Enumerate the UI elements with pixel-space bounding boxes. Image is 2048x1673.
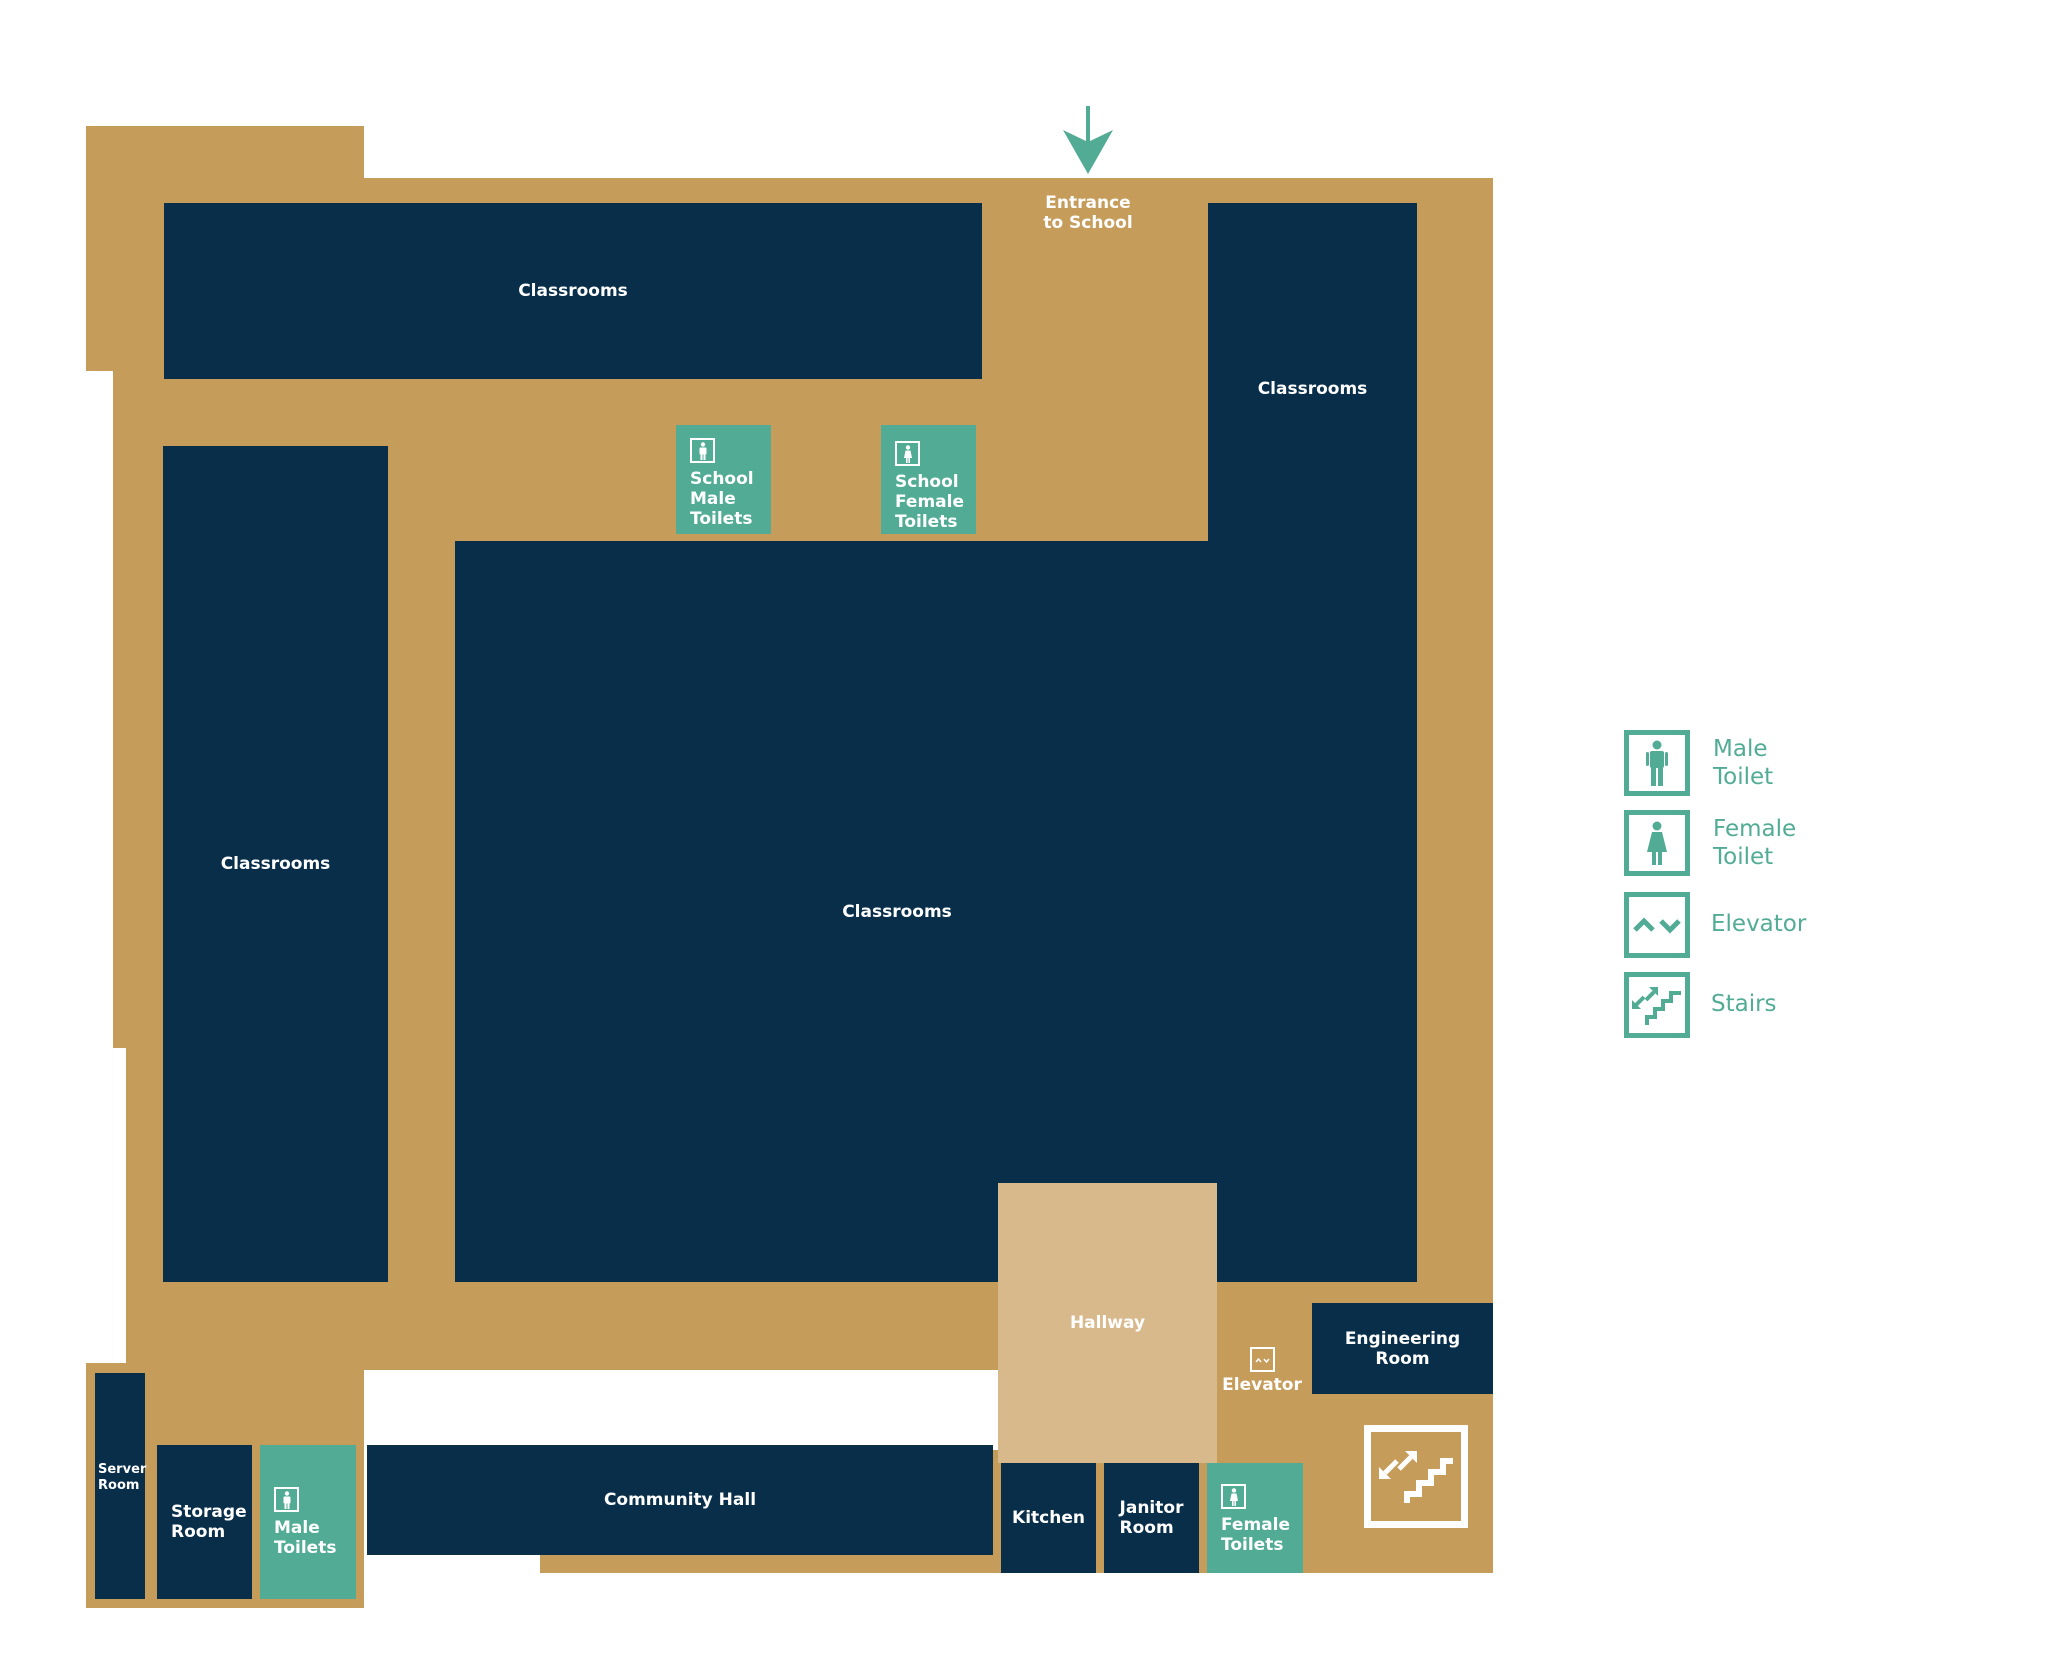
room-male-toilets[interactable]: Male Toilets: [260, 1445, 356, 1599]
elevator[interactable]: Elevator: [1222, 1347, 1302, 1395]
male-toilet-icon: [274, 1487, 299, 1512]
room-server[interactable]: Server Room: [95, 1373, 147, 1599]
legend-label: Elevator: [1711, 911, 1807, 937]
room-classrooms-left[interactable]: Classrooms: [163, 446, 388, 1282]
room-label: Male Toilets: [274, 1518, 337, 1558]
entrance-label: Entrance to School: [1043, 193, 1133, 233]
legend-label: Female Toilet: [1713, 816, 1797, 870]
room-label: Kitchen: [1012, 1508, 1085, 1528]
room-label: Janitor Room: [1119, 1498, 1184, 1538]
room-label: Classrooms: [842, 901, 952, 922]
legend-label: Stairs: [1711, 991, 1777, 1017]
room-label: Classrooms: [1257, 379, 1368, 399]
room-classrooms-top[interactable]: Classrooms: [164, 203, 982, 379]
room-label: School Female Toilets: [895, 472, 964, 532]
room-female-toilets[interactable]: Female Toilets: [1207, 1463, 1303, 1573]
room-label: Female Toilets: [1221, 1515, 1290, 1555]
legend: Male Toilet Female Toilet Elevator Stair…: [1620, 730, 1920, 1050]
room-kitchen[interactable]: Kitchen: [1001, 1463, 1096, 1573]
legend-female-toilet-icon: [1624, 810, 1690, 876]
room-hallway[interactable]: Hallway: [998, 1183, 1217, 1463]
room-label: Classrooms: [220, 854, 331, 874]
female-toilet-icon: [895, 441, 920, 466]
room-label: Elevator: [1222, 1375, 1302, 1395]
room-label: Server Room: [98, 1462, 147, 1493]
room-community-hall[interactable]: Community Hall: [367, 1445, 993, 1555]
entrance-arrow-icon: [1062, 106, 1114, 176]
room-label: Classrooms: [518, 281, 628, 301]
room-school-male-toilets[interactable]: School Male Toilets: [676, 425, 771, 534]
room-label: School Male Toilets: [690, 469, 754, 529]
legend-stairs-icon: [1624, 972, 1690, 1038]
male-toilet-icon: [690, 438, 715, 463]
legend-label: Male Toilet: [1713, 736, 1774, 790]
room-classrooms-center[interactable]: Classrooms: [455, 541, 1417, 1282]
room-janitor[interactable]: Janitor Room: [1104, 1463, 1199, 1573]
elevator-icon: [1249, 1347, 1275, 1372]
room-school-female-toilets[interactable]: School Female Toilets: [881, 425, 976, 534]
legend-elevator-icon: [1624, 892, 1690, 958]
room-label: Hallway: [1069, 1313, 1146, 1333]
stairs-icon[interactable]: [1364, 1425, 1468, 1528]
female-toilet-icon: [1221, 1484, 1246, 1509]
room-label: Community Hall: [603, 1490, 757, 1510]
room-label: Engineering Room: [1344, 1328, 1461, 1369]
room-storage[interactable]: Storage Room: [157, 1445, 252, 1599]
room-engineering[interactable]: Engineering Room: [1312, 1303, 1493, 1394]
room-label: Storage Room: [171, 1502, 247, 1542]
legend-male-toilet-icon: [1624, 730, 1690, 796]
